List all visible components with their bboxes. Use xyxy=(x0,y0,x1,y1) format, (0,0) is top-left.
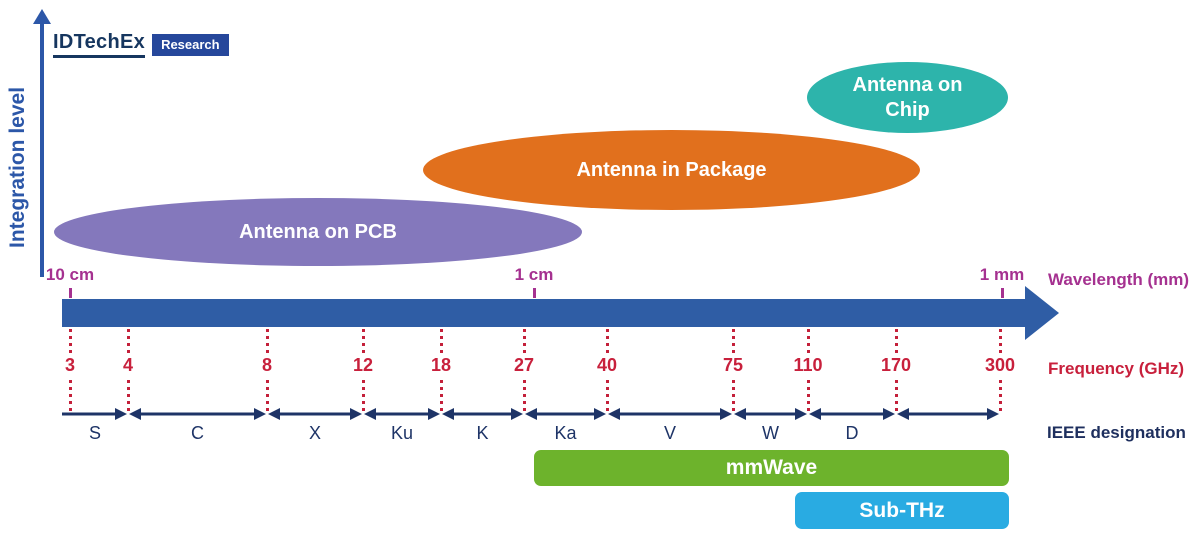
ellipse-label-antenna-on-pcb: Antenna on PCB xyxy=(239,220,397,243)
wavelength-tick-label: 10 cm xyxy=(45,265,95,284)
wavelength-tick-label: 1 mm xyxy=(979,265,1025,284)
frequency-gridline-upper xyxy=(126,329,130,354)
frequency-gridline-upper xyxy=(361,329,365,354)
ellipse-antenna-on-chip: Antenna on Chip xyxy=(807,62,1008,133)
frequency-axis-bar xyxy=(62,299,1025,327)
ieee-band-arrow-x xyxy=(268,408,362,420)
frequency-gridline-lower xyxy=(439,380,443,414)
frequency-tick-label: 40 xyxy=(596,355,618,375)
wavelength-axis-title: Wavelength (mm) xyxy=(1048,270,1190,289)
frequency-gridline-lower xyxy=(605,380,609,414)
ieee-band-arrow-unlabeled xyxy=(897,408,999,420)
frequency-tick-label: 170 xyxy=(880,355,912,375)
idtechex-logo: IDTechEx Research xyxy=(53,31,229,58)
wavelength-tick-mark xyxy=(532,288,536,298)
ellipse-antenna-in-package: Antenna in Package xyxy=(423,130,920,210)
integration-axis-label: Integration level xyxy=(6,86,29,248)
wavelength-tick-mark xyxy=(68,288,72,298)
frequency-tick-label: 4 xyxy=(122,355,134,375)
frequency-gridline-lower xyxy=(361,380,365,414)
frequency-axis-arrowhead-icon xyxy=(1025,286,1059,340)
ieee-band-label-w: W xyxy=(762,423,779,443)
frequency-gridline-lower xyxy=(68,380,72,414)
frequency-tick-label: 110 xyxy=(793,355,823,375)
ellipse-label-antenna-on-chip: Antenna on Chip xyxy=(852,73,963,121)
ellipse-label-antenna-in-package: Antenna in Package xyxy=(576,158,767,181)
frequency-tick-label: 75 xyxy=(722,355,744,375)
frequency-tick-label: 8 xyxy=(261,355,273,375)
frequency-tick-label: 12 xyxy=(352,355,374,375)
ieee-band-arrow-v xyxy=(608,408,732,420)
frequency-gridline-upper xyxy=(68,329,72,354)
ieee-band-label-ka: Ka xyxy=(554,423,577,443)
logo-wordmark: IDTechEx xyxy=(53,31,146,58)
integration-axis-line xyxy=(40,22,44,277)
range-label-sub-thz: Sub-THz xyxy=(859,498,945,522)
wavelength-tick-label: 1 cm xyxy=(514,265,554,284)
range-label-mmwave: mmWave xyxy=(725,456,818,479)
ieee-band-label-c: C xyxy=(191,423,204,443)
frequency-gridline-upper xyxy=(439,329,443,354)
logo-research-badge: Research xyxy=(152,34,229,56)
frequency-tick-label: 27 xyxy=(513,355,535,375)
range-bar-mmwave: mmWave xyxy=(534,450,1009,486)
ieee-band-label-s: S xyxy=(88,423,102,443)
frequency-gridline-upper xyxy=(522,329,526,354)
frequency-gridline-upper xyxy=(265,329,269,354)
ieee-band-arrow-c xyxy=(129,408,266,420)
frequency-gridline-lower xyxy=(806,380,810,414)
frequency-gridline-lower xyxy=(126,380,130,414)
frequency-gridline-lower xyxy=(894,380,898,414)
frequency-gridline-upper xyxy=(731,329,735,354)
frequency-tick-label: 300 xyxy=(984,355,1016,375)
ieee-band-arrow-s xyxy=(62,408,127,420)
ellipse-antenna-on-pcb: Antenna on PCB xyxy=(54,198,582,266)
ieee-band-arrow-d xyxy=(809,408,895,420)
frequency-tick-label: 18 xyxy=(430,355,452,375)
ieee-designation-title: IEEE designation xyxy=(1047,423,1186,442)
ieee-band-label-v: V xyxy=(663,423,677,443)
frequency-gridline-lower xyxy=(522,380,526,414)
ieee-band-label-x: X xyxy=(308,423,322,443)
ieee-band-arrow-k xyxy=(442,408,523,420)
range-bar-sub-thz: Sub-THz xyxy=(795,492,1009,529)
ieee-band-arrow-w xyxy=(734,408,807,420)
frequency-axis-title: Frequency (GHz) xyxy=(1048,359,1185,378)
frequency-gridline-upper xyxy=(998,329,1002,354)
integration-axis-arrowhead-icon xyxy=(33,9,51,24)
ieee-band-label-ku: Ku xyxy=(390,423,414,443)
ieee-band-arrow-ku xyxy=(364,408,440,420)
frequency-gridline-lower xyxy=(998,380,1002,414)
ieee-band-arrows xyxy=(62,408,999,420)
frequency-gridline-lower xyxy=(265,380,269,414)
frequency-gridline-upper xyxy=(894,329,898,354)
wavelength-tick-mark xyxy=(1000,288,1004,298)
frequency-tick-label: 3 xyxy=(64,355,76,375)
ieee-band-label-d: D xyxy=(845,423,859,443)
frequency-gridline-lower xyxy=(731,380,735,414)
ieee-band-label-k: K xyxy=(476,423,489,443)
frequency-gridline-upper xyxy=(806,329,810,354)
ieee-band-arrow-ka xyxy=(525,408,606,420)
frequency-gridline-upper xyxy=(605,329,609,354)
